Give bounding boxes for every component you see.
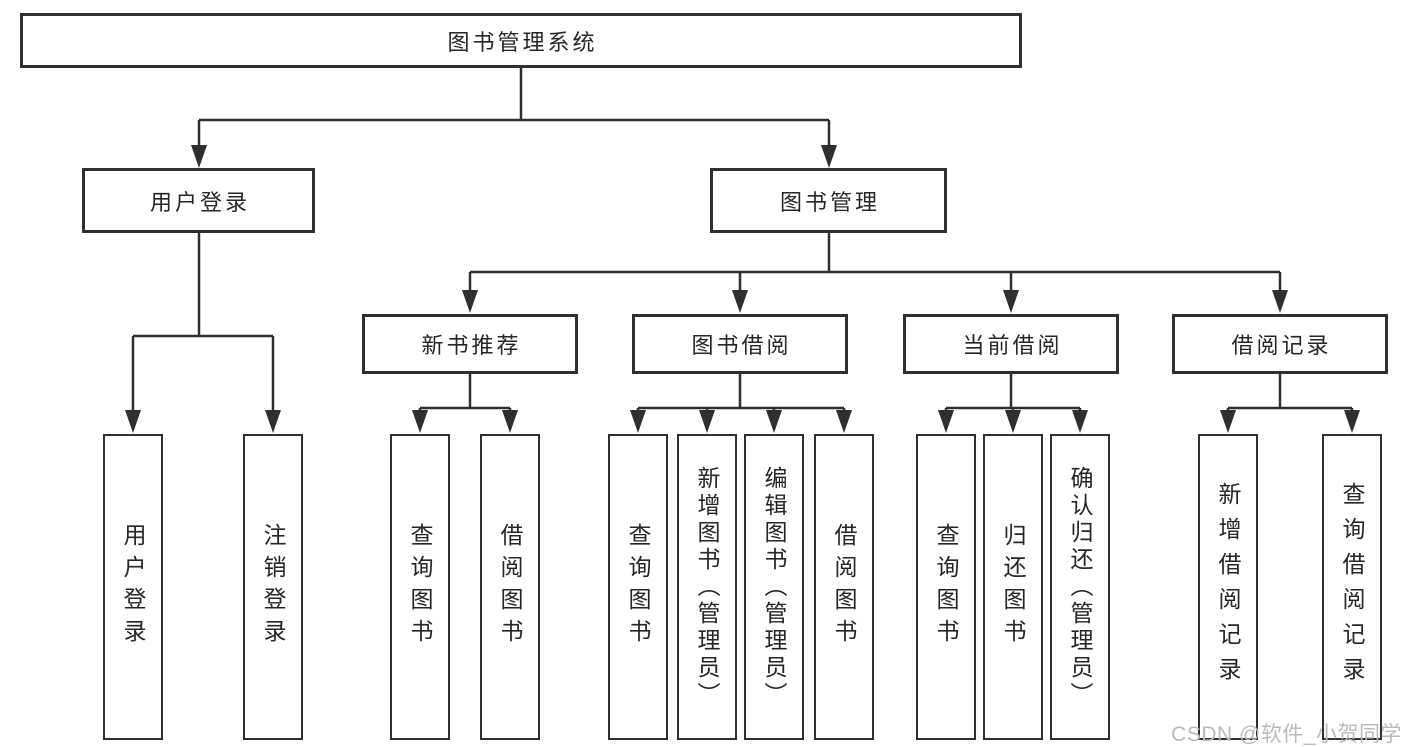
node-label: 用户登录 (149, 189, 250, 215)
leaf-label: 归还图书 (1000, 523, 1026, 651)
csdn-watermark: CSDN @软件_小贺同学 (1171, 723, 1402, 746)
leaf-label: 借阅图书 (831, 523, 857, 651)
leaf-user-login: 用户登录 (103, 434, 163, 740)
node-label: 新书推荐 (421, 333, 522, 358)
node-current-borrowing: 当前借阅 (903, 314, 1119, 374)
leaf-logout-login: 注销登录 (243, 434, 303, 740)
leaf-label: 借阅图书 (497, 523, 523, 651)
leaf-label: 新增图书（管理员） (694, 465, 720, 709)
leaf-label: 查询图书 (407, 523, 433, 651)
leaf-label: 编辑图书（管理员） (761, 465, 787, 709)
leaf-edit-book-admin: 编辑图书（管理员） (744, 434, 804, 740)
leaf-borrow-books-recommend: 借阅图书 (480, 434, 540, 740)
leaf-add-borrow-record: 新增借阅记录 (1198, 434, 1258, 740)
node-new-book-recommend: 新书推荐 (362, 314, 578, 374)
node-label: 借阅记录 (1231, 333, 1332, 358)
node-label: 图书管理 (779, 189, 880, 215)
leaf-confirm-return-admin: 确认归还（管理员） (1050, 434, 1110, 740)
node-library-management-system: 图书管理系统 (20, 13, 1022, 68)
node-book-management: 图书管理 (710, 168, 947, 233)
node-label: 当前借阅 (962, 333, 1063, 358)
node-borrowing-records: 借阅记录 (1172, 314, 1388, 374)
node-user-login: 用户登录 (82, 168, 315, 233)
leaf-query-books-borrow: 查询图书 (608, 434, 668, 740)
node-book-borrowing: 图书借阅 (632, 314, 848, 374)
leaf-label: 用户登录 (120, 523, 146, 651)
leaf-query-books-current: 查询图书 (916, 434, 976, 740)
leaf-label: 查询图书 (933, 523, 959, 651)
node-label: 图书借阅 (691, 333, 792, 358)
leaf-label: 新增借阅记录 (1215, 482, 1241, 692)
leaf-label: 查询借阅记录 (1339, 482, 1365, 692)
leaf-label: 确认归还（管理员） (1067, 465, 1093, 709)
leaf-query-borrow-record: 查询借阅记录 (1322, 434, 1382, 740)
leaf-label: 查询图书 (625, 523, 651, 651)
leaf-add-book-admin: 新增图书（管理员） (677, 434, 737, 740)
leaf-borrow-books-borrow: 借阅图书 (814, 434, 874, 740)
leaf-query-books-recommend: 查询图书 (390, 434, 450, 740)
leaf-return-book: 归还图书 (983, 434, 1043, 740)
leaf-label: 注销登录 (260, 523, 286, 651)
node-label: 图书管理系统 (447, 29, 598, 55)
